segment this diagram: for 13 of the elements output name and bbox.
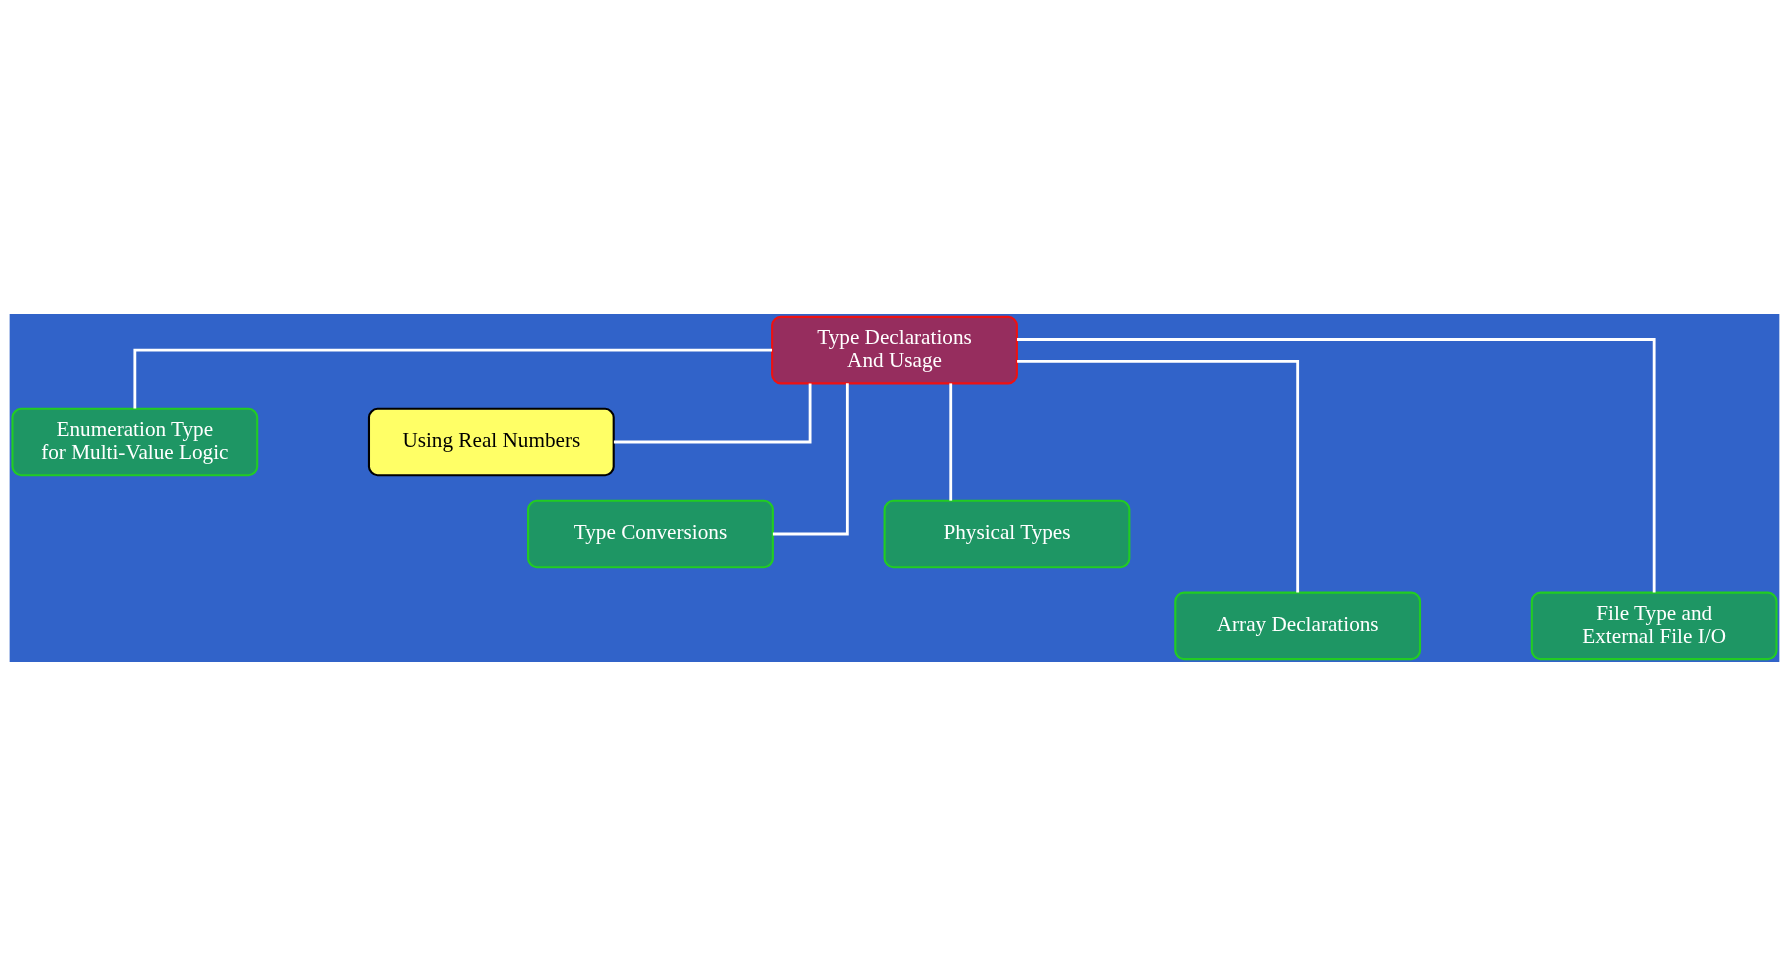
- connector: [949, 382, 953, 501]
- node-box: Type Conversions: [527, 499, 774, 568]
- node-box: Using Real Numbers: [367, 407, 615, 476]
- node-box: File Type and External File I/O: [1530, 591, 1778, 660]
- node-box: Enumeration Type for Multi-Value Logic: [11, 407, 259, 476]
- connector: [1017, 359, 1300, 592]
- connector: [772, 382, 849, 535]
- node-box: Type Declarations And Usage: [771, 315, 1018, 384]
- node-box: Physical Types: [883, 499, 1131, 568]
- connector: [1016, 337, 1656, 592]
- node-box: Array Declarations: [1174, 591, 1422, 660]
- connector: [133, 348, 773, 409]
- connector: [613, 383, 812, 443]
